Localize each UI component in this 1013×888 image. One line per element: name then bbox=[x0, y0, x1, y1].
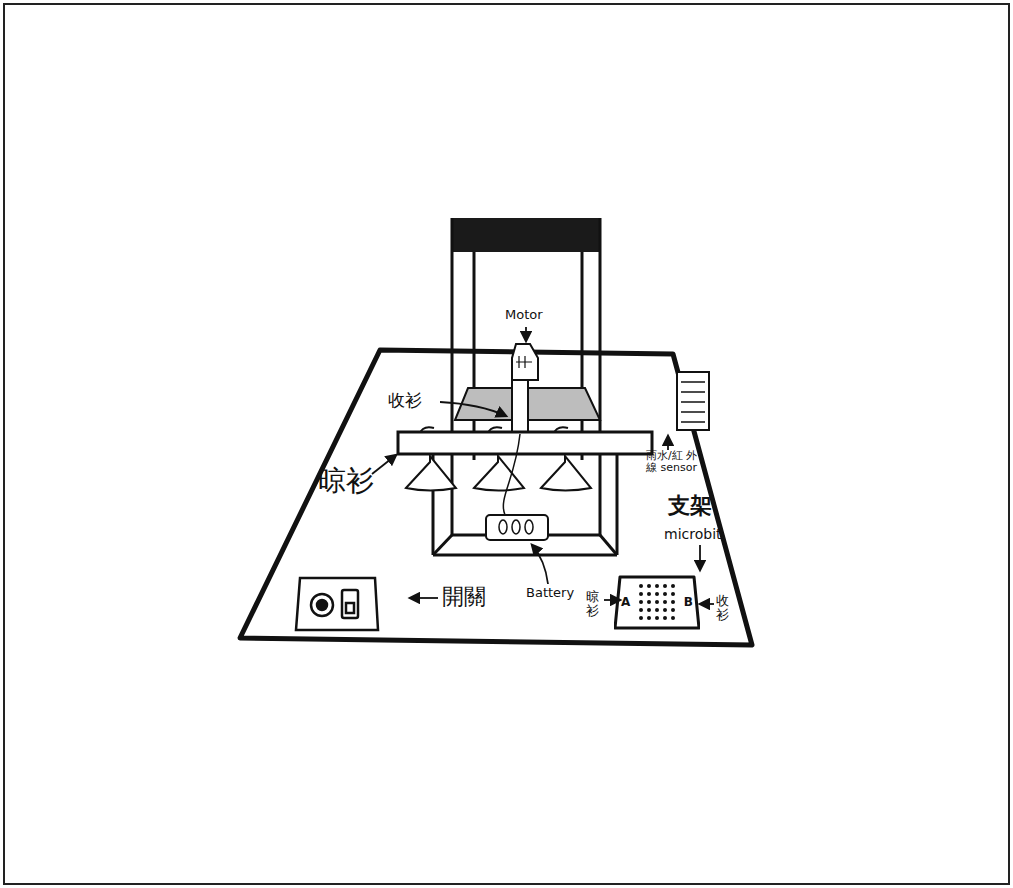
part-label: 晾衫 bbox=[586, 590, 601, 617]
sensor-stripes bbox=[681, 382, 705, 422]
sensor-symbol bbox=[677, 372, 709, 430]
part-label: 晾衫 bbox=[318, 466, 374, 495]
drying-bar bbox=[398, 432, 652, 454]
roof-top bbox=[452, 218, 600, 252]
microbit-board: AB bbox=[614, 575, 700, 630]
part-label: 雨水/紅 外線 sensor bbox=[646, 450, 700, 473]
frame-posts bbox=[433, 218, 617, 555]
part-label: Battery bbox=[526, 586, 574, 600]
part-label: microbit bbox=[664, 527, 722, 542]
battery-symbol bbox=[486, 515, 548, 540]
switch-symbol bbox=[296, 578, 378, 630]
wire bbox=[503, 434, 520, 515]
hangers bbox=[406, 456, 591, 491]
battery-cells bbox=[499, 520, 533, 534]
part-label: Motor bbox=[505, 308, 543, 322]
motor-mark bbox=[516, 356, 532, 368]
part-label: 開關 bbox=[442, 585, 486, 608]
leader-arrows bbox=[372, 327, 714, 604]
button-label: A bbox=[621, 595, 630, 609]
part-label: 支架 bbox=[668, 494, 712, 517]
part-label: 收衫 bbox=[716, 594, 731, 621]
part-label: 收衫 bbox=[388, 392, 422, 410]
motor-symbol bbox=[512, 344, 538, 380]
led-grid bbox=[639, 584, 675, 620]
winding-rod bbox=[512, 380, 528, 434]
button-label: B bbox=[684, 595, 693, 609]
outer-frame bbox=[4, 4, 1009, 884]
base-board bbox=[240, 350, 752, 645]
